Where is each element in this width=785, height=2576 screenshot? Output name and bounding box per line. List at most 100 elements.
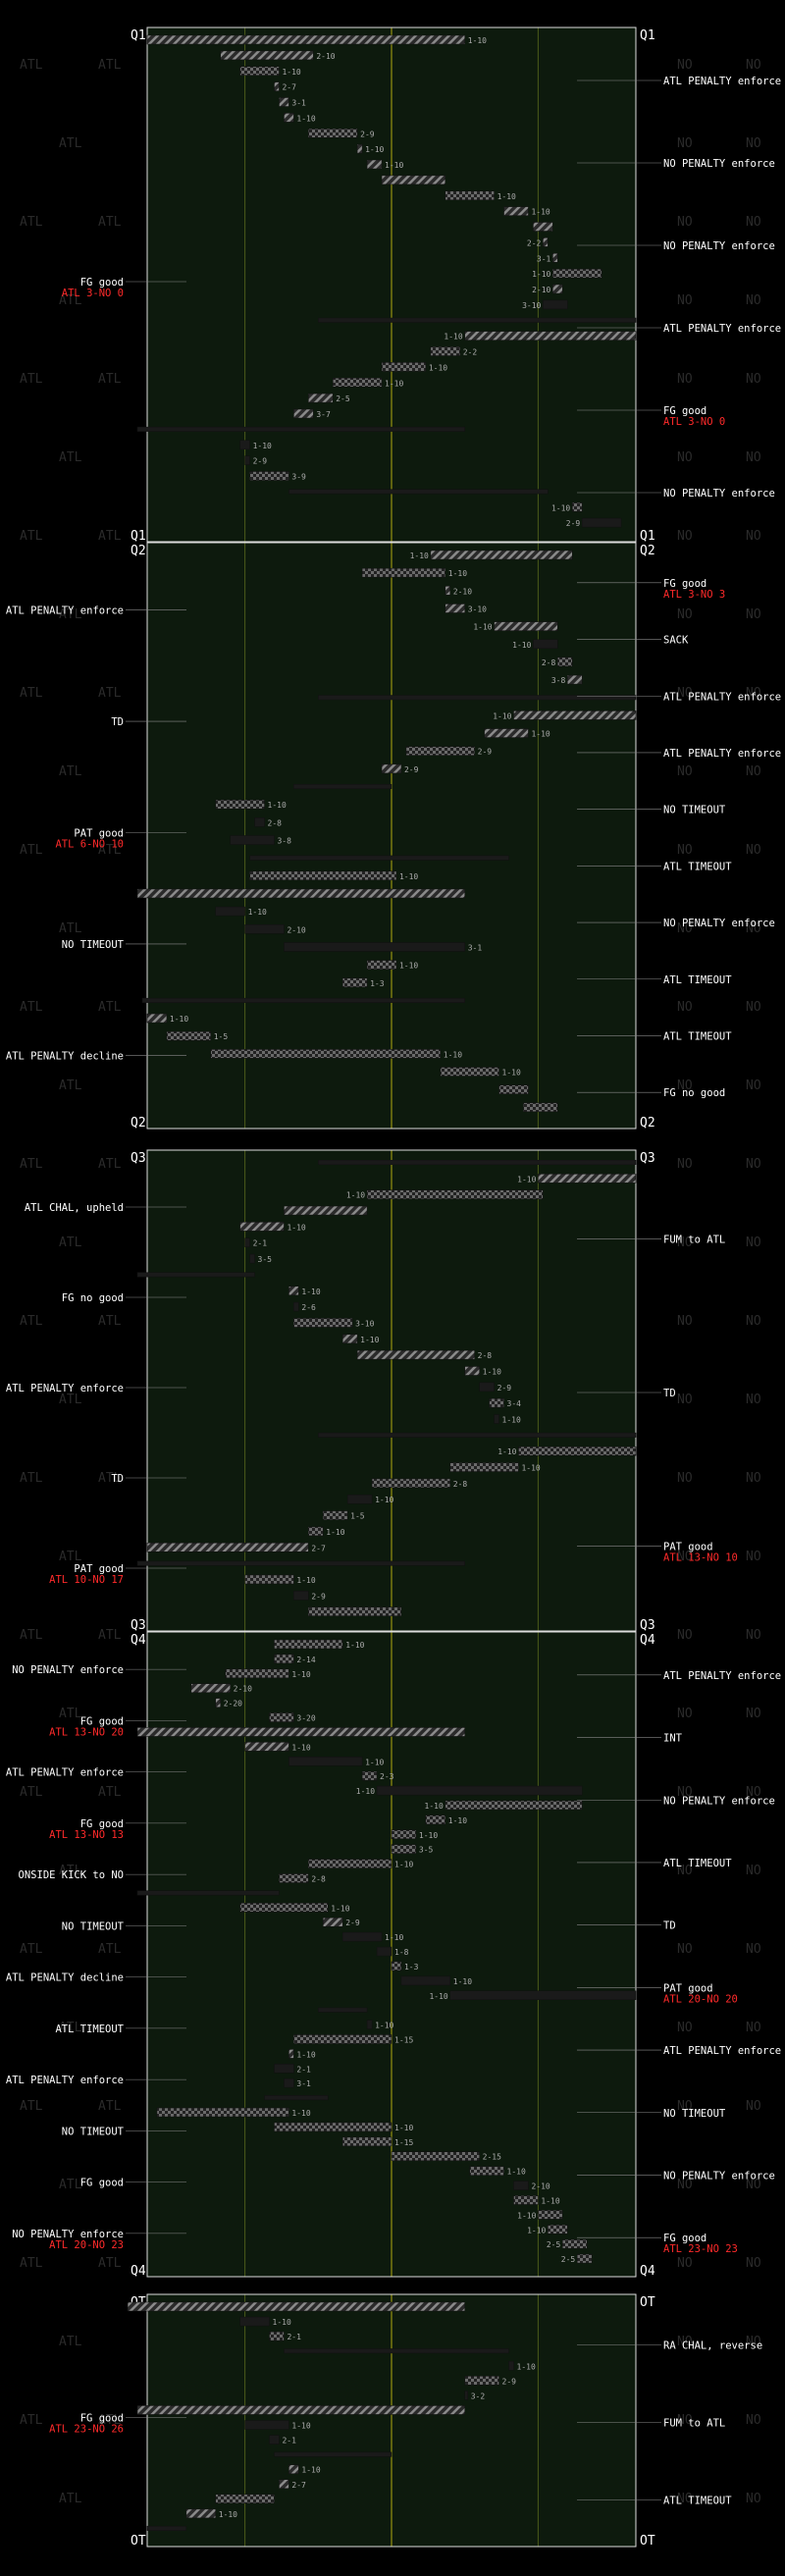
play-label: 1-10 xyxy=(394,2124,413,2132)
play-label: 2-10 xyxy=(287,925,305,934)
quarter-label-start-left: Q3 xyxy=(131,1151,146,1166)
play-label: 2-6 xyxy=(301,1303,316,1312)
note-right: ATL PENALTY enforce xyxy=(663,1670,781,1682)
play-label: 1-10 xyxy=(448,569,467,578)
play-label: 2-5 xyxy=(336,394,350,403)
note-left: ATL PENALTY enforce xyxy=(6,2075,124,2086)
play-label: 1-10 xyxy=(345,1641,364,1650)
play-bar xyxy=(346,1494,373,1504)
play-bar xyxy=(225,1668,289,1679)
play-bar xyxy=(332,378,383,388)
note-right: FG no good xyxy=(663,1087,725,1099)
quarter-label-end-left: Q1 xyxy=(131,529,146,544)
play-label: 2-9 xyxy=(404,765,419,774)
play-bar xyxy=(293,784,392,790)
watermark-right: NO xyxy=(746,215,761,230)
play-bar xyxy=(581,517,622,528)
watermark-left: ATL xyxy=(20,1314,43,1329)
quarter-label-end-right: Q4 xyxy=(640,2264,655,2279)
watermark-left: ATL xyxy=(59,1707,82,1721)
watermark-right: NO xyxy=(677,2021,693,2035)
play-bar xyxy=(341,977,368,987)
play-bar xyxy=(341,1334,358,1344)
score-left: ATL 10-NO 17 xyxy=(49,1574,124,1586)
watermark-right: NO xyxy=(677,686,693,701)
play-label: 1-10 xyxy=(375,1496,393,1504)
play-bar xyxy=(323,1510,348,1520)
watermark-left: ATL xyxy=(20,1785,43,1800)
watermark-right: NO xyxy=(746,2099,761,2114)
watermark-right: NO xyxy=(677,1393,693,1407)
watermark-left: ATL xyxy=(59,450,82,465)
watermark-right: NO xyxy=(677,58,693,73)
play-label: 1-10 xyxy=(326,1528,344,1537)
play-bar xyxy=(552,284,563,294)
play-label: 3-1 xyxy=(468,943,483,952)
play-bar xyxy=(381,175,446,185)
note-right: SACK xyxy=(663,635,689,647)
quarter-label-start-right: OT xyxy=(640,2295,655,2310)
play-bar xyxy=(279,1873,309,1883)
play-bar xyxy=(449,1462,519,1472)
play-bar xyxy=(239,440,250,449)
note-right: FG good xyxy=(663,405,706,417)
watermark-right: NO xyxy=(677,1235,693,1250)
play-bar xyxy=(376,1946,392,1957)
watermark-left: ATL xyxy=(20,2256,43,2271)
play-label: 1-10 xyxy=(399,872,418,881)
play-bar xyxy=(288,2464,299,2474)
score-left: ATL 3-NO 0 xyxy=(62,288,124,299)
play-label: 2-7 xyxy=(311,1544,326,1552)
play-bar xyxy=(308,393,334,403)
note-right: RA CHAL, reverse xyxy=(663,2340,762,2352)
play-bar xyxy=(518,1446,637,1456)
play-label: 1-10 xyxy=(551,503,570,512)
play-label: 1-10 xyxy=(497,1447,516,1456)
play-label: 1-10 xyxy=(291,2422,310,2431)
play-label: 2-9 xyxy=(360,130,375,138)
play-label: 3-8 xyxy=(277,837,291,846)
play-bar xyxy=(567,674,583,685)
watermark-right: NO xyxy=(677,1707,693,1721)
field-frame xyxy=(146,26,637,543)
play-bar xyxy=(269,2331,285,2341)
play-bar xyxy=(190,1683,231,1693)
note-right: PAT good xyxy=(663,1982,713,1994)
watermark-left: ATL xyxy=(59,1393,82,1407)
play-bar xyxy=(381,362,427,372)
play-label: 1-10 xyxy=(429,1992,447,2001)
watermark-right: NO xyxy=(677,450,693,465)
watermark-right: NO xyxy=(677,1471,693,1486)
watermark-right: NO xyxy=(677,843,693,858)
note-left: NO TIMEOUT xyxy=(62,939,125,951)
watermark-left: ATL xyxy=(98,2413,122,2428)
watermark-right: NO xyxy=(746,1157,761,1172)
quarter-label-start-right: Q1 xyxy=(640,28,655,43)
play-bar xyxy=(430,346,460,356)
note-right: ATL PENALTY enforce xyxy=(663,691,781,703)
play-bar xyxy=(127,2301,465,2312)
watermark-left: ATL xyxy=(98,372,122,387)
play-bar xyxy=(274,2064,294,2074)
watermark-left: ATL xyxy=(98,215,122,230)
watermark-right: NO xyxy=(746,136,761,151)
watermark-right: NO xyxy=(677,1157,693,1172)
quarter-label-start-left: Q2 xyxy=(131,544,146,558)
play-label: 1-10 xyxy=(331,1904,349,1913)
watermark-right: NO xyxy=(746,1785,761,1800)
note-left: TD xyxy=(111,1473,124,1485)
quarter-label-end-left: Q4 xyxy=(131,2264,146,2279)
play-label: 1-10 xyxy=(521,1464,540,1473)
note-right: TD xyxy=(663,1920,676,1932)
watermark-right: NO xyxy=(746,1000,761,1015)
play-bar xyxy=(293,1591,309,1601)
play-bar xyxy=(538,1174,637,1183)
watermark-right: NO xyxy=(677,1785,693,1800)
watermark-right: NO xyxy=(746,1942,761,1957)
watermark-left: ATL xyxy=(98,1785,122,1800)
watermark-right: NO xyxy=(677,215,693,230)
play-label: 1-10 xyxy=(253,442,272,450)
play-label: 2-8 xyxy=(268,818,283,827)
